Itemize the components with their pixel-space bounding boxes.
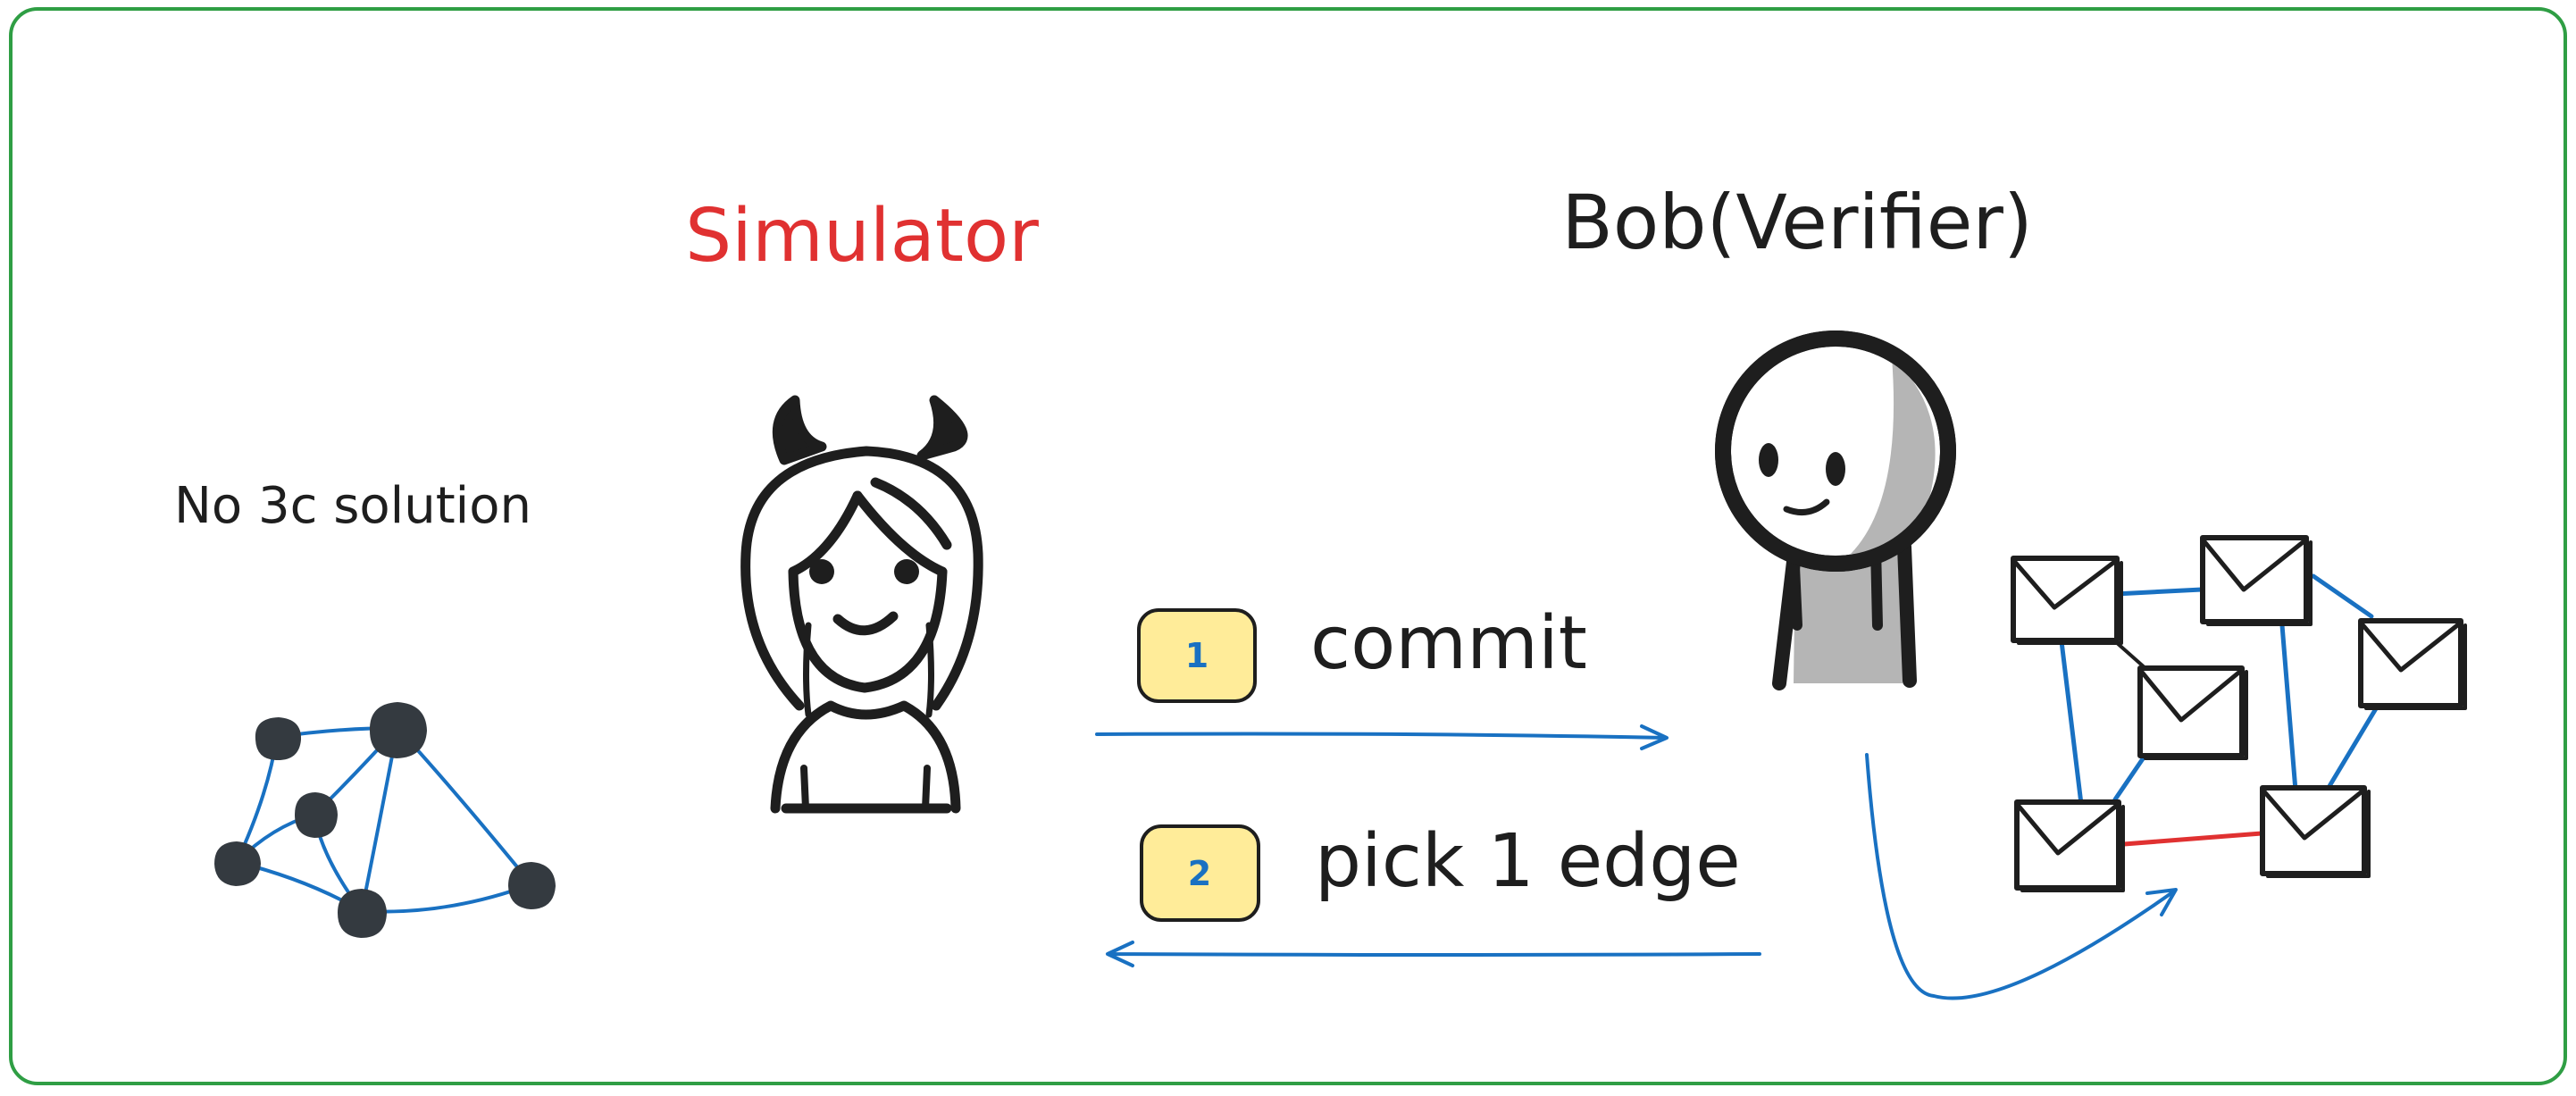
step-2: 2 pick 1 edge	[1140, 819, 1741, 922]
graph-node	[214, 841, 261, 886]
graph-node	[338, 889, 387, 938]
envelope-icon	[2358, 618, 2467, 710]
simulator-label: Simulator	[685, 194, 1039, 279]
envelope-icon	[2260, 785, 2371, 878]
envelope-icon	[2200, 535, 2313, 626]
graph-node	[255, 717, 302, 761]
pick-edge-arrow	[1106, 941, 1761, 967]
step-2-badge	[1140, 824, 1260, 922]
graph-node	[508, 862, 556, 909]
graph-node	[369, 702, 427, 758]
commit-arrow	[1095, 724, 1669, 750]
no-solution-label: No 3c solution	[174, 477, 531, 535]
step-1-label: commit	[1310, 601, 1587, 686]
envelope-icon	[2137, 665, 2248, 760]
step-2-number: 2	[1188, 854, 1211, 893]
diagram-frame	[9, 7, 2567, 1085]
committed-graph	[2011, 535, 2467, 892]
verifier-avatar	[1715, 330, 1956, 690]
reveal-arrow	[1865, 753, 2178, 1000]
envelope-icon	[2014, 799, 2125, 892]
simulator-avatar	[740, 395, 983, 814]
uncolorable-graph	[214, 702, 556, 938]
step-1-number: 1	[1185, 636, 1209, 675]
graph-node	[295, 792, 338, 838]
step-1: 1 commit	[1137, 601, 1587, 703]
revealed-edge	[2121, 831, 2264, 847]
step-1-badge	[1137, 608, 1257, 703]
verifier-label: Bob(Verifier)	[1561, 179, 2033, 266]
step-2-label: pick 1 edge	[1315, 819, 1741, 904]
envelope-icon	[2011, 556, 2123, 645]
